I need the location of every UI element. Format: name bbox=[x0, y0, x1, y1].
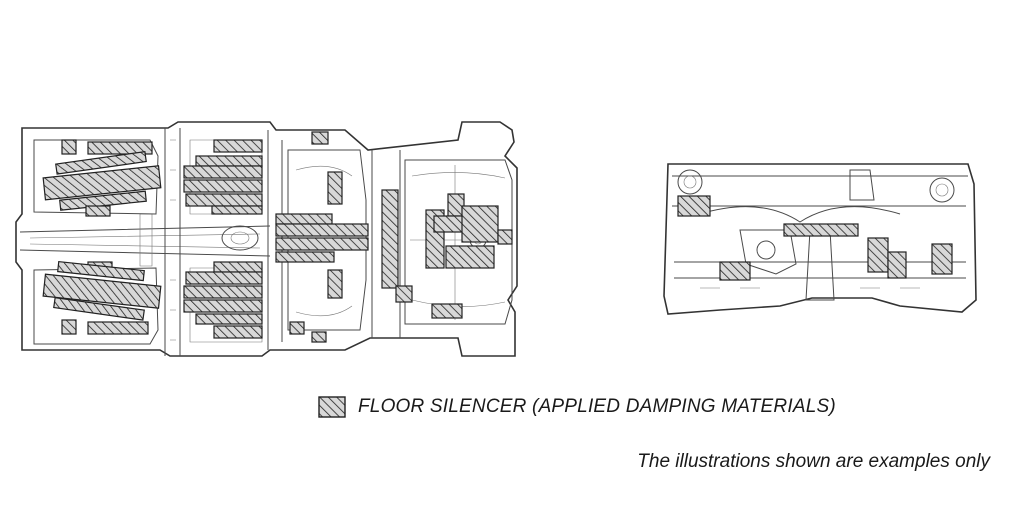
hatched-square-icon bbox=[318, 396, 346, 418]
legend-label: FLOOR SILENCER (APPLIED DAMPING MATERIAL… bbox=[358, 396, 836, 417]
legend: FLOOR SILENCER (APPLIED DAMPING MATERIAL… bbox=[318, 396, 836, 418]
front-view-section bbox=[663, 163, 977, 315]
underbody-floor-plan bbox=[15, 121, 518, 357]
front-section-outline bbox=[663, 163, 977, 315]
disclaimer-text: The illustrations shown are examples onl… bbox=[637, 451, 990, 472]
